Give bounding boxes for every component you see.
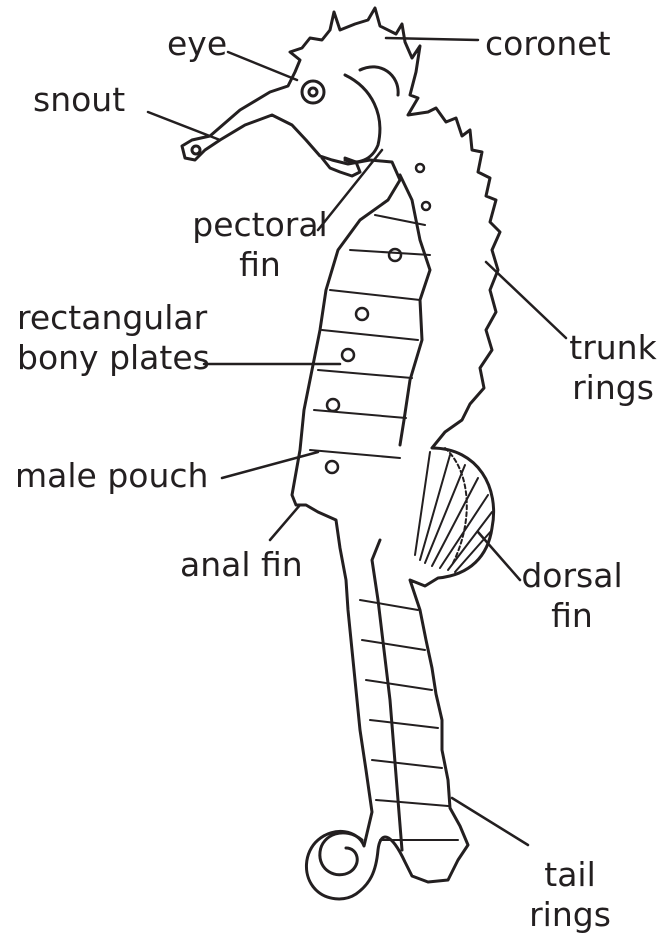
label-male-pouch: male pouch xyxy=(15,456,208,496)
operculum-line xyxy=(345,75,380,162)
label-rectangular-bony-plates: rectangular bony plates xyxy=(17,298,210,378)
label-bony-plates-line2: bony plates xyxy=(17,338,210,378)
leader-coronet xyxy=(386,38,478,40)
leader-snout xyxy=(148,112,220,140)
leader-anal-fin xyxy=(270,505,300,540)
label-dorsal-fin-line2: fin xyxy=(517,596,627,636)
label-coronet: coronet xyxy=(485,24,611,64)
label-pectoral-fin-line2: fin xyxy=(192,245,328,285)
leader-male-pouch xyxy=(222,452,318,478)
label-dorsal-fin-line1: dorsal xyxy=(517,556,627,596)
seahorse-eye xyxy=(302,81,324,103)
pectoral-fin-shape xyxy=(322,158,360,176)
label-eye: eye xyxy=(167,24,227,64)
label-tail-rings: tail rings xyxy=(520,855,620,935)
tail-inner-line xyxy=(372,540,402,850)
leader-tail-rings xyxy=(452,798,528,845)
leader-lines xyxy=(148,38,566,845)
label-snout: snout xyxy=(33,80,125,120)
tail-curl xyxy=(320,833,362,875)
leader-eye xyxy=(228,52,297,80)
leader-trunk-rings xyxy=(486,262,566,338)
leader-dorsal-fin xyxy=(478,532,520,580)
dorsal-fin-rays xyxy=(415,448,492,572)
label-trunk-rings-line2: rings xyxy=(565,368,661,408)
label-tail-rings-line1: tail xyxy=(520,855,620,895)
label-tail-rings-line2: rings xyxy=(520,895,620,935)
label-pectoral-fin: pectoral fin xyxy=(192,205,328,285)
label-trunk-rings: trunk rings xyxy=(565,328,661,408)
snout-nostril xyxy=(192,146,200,154)
inner-ring-line xyxy=(400,175,430,445)
label-pectoral-fin-line1: pectoral xyxy=(192,205,328,245)
label-anal-fin: anal fin xyxy=(180,545,303,585)
label-bony-plates-line1: rectangular xyxy=(17,298,210,338)
label-trunk-rings-line1: trunk xyxy=(565,328,661,368)
bony-plate-lines xyxy=(310,215,430,458)
seahorse-pupil xyxy=(309,88,317,96)
label-dorsal-fin: dorsal fin xyxy=(517,556,627,636)
